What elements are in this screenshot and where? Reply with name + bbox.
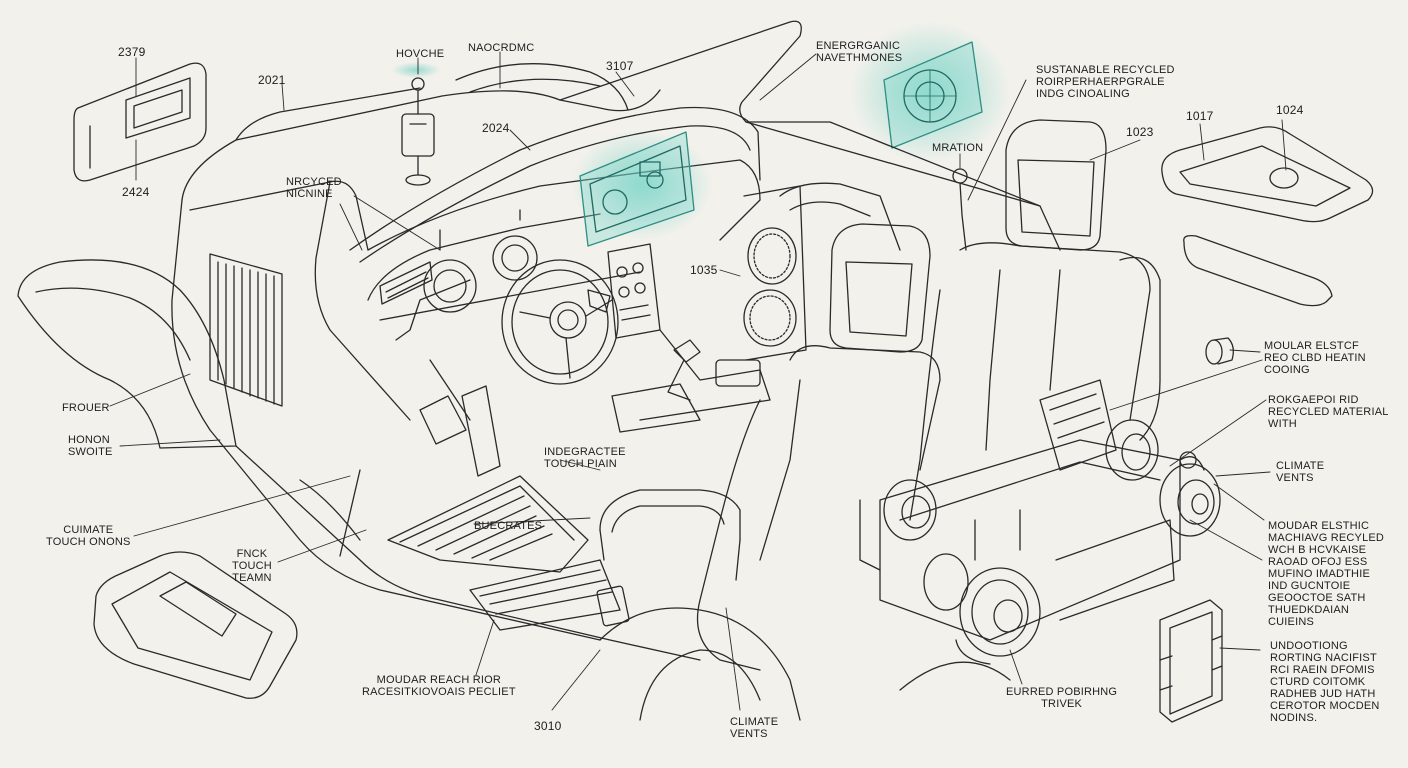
label-fnck-touch-teamn: FNCK TOUCH TEAMN <box>232 548 272 584</box>
label-eurred-pobirhng: EURRED POBIRHNG TRIVEK <box>1006 686 1118 710</box>
holographic-screen-icon <box>572 130 712 247</box>
door-tray-part <box>93 551 298 699</box>
control-box-part <box>1159 599 1223 723</box>
label-climate-vents-bottom: CLIMATE VENTS <box>730 716 779 740</box>
label-2379: 2379 <box>118 45 146 59</box>
label-2024: 2024 <box>482 121 510 135</box>
label-sustainable-recycled: SUSTANABLE RECYCLED ROIRPERHAERPGRALE IN… <box>1036 64 1175 100</box>
front-seat <box>596 223 941 671</box>
label-1017: 1017 <box>1186 109 1214 123</box>
dashboard <box>367 159 771 477</box>
label-2021: 2021 <box>258 73 286 87</box>
label-1035: 1035 <box>690 263 718 277</box>
label-2424: 2424 <box>122 185 150 199</box>
battery-drive-module <box>859 379 1221 665</box>
holographic-navigation-panel-icon <box>850 22 1010 162</box>
label-honon-swoite: HONON SWOITE <box>68 434 113 458</box>
armrest-panel-part <box>73 62 207 182</box>
label-1024: 1024 <box>1276 103 1304 117</box>
label-climate-vents-right: CLIMATE VENTS <box>1276 460 1325 484</box>
vehicle-body-shell <box>17 20 1041 721</box>
label-moudar-reach: MOUDAR REACH RIOR RACESITKIOVOAIS PECLIE… <box>362 674 516 698</box>
label-rokgaepol: ROKGAEPOI RID RECYCLED MATERIAL WITH <box>1268 394 1389 430</box>
label-indegractee-touch: INDEGRACTEE TOUCH PIAIN <box>544 446 626 470</box>
label-1023: 1023 <box>1126 125 1154 139</box>
floor-mat <box>387 475 621 631</box>
label-moular-elstcf: MOULAR ELSTCF REO CLBD HEATIN COOING <box>1264 340 1366 376</box>
overhead-panel-part <box>1161 126 1374 307</box>
rear-seat <box>909 119 1161 521</box>
label-frouer: FROUER <box>62 402 110 414</box>
label-hovche: HOVCHE <box>396 48 445 60</box>
small-cylinder-part <box>1205 337 1234 365</box>
label-nrcyced-nicnine: NRCYCED NICNINE <box>286 176 342 200</box>
joystick-icon <box>392 62 440 186</box>
label-3107: 3107 <box>606 59 634 73</box>
knob-part <box>952 168 968 251</box>
label-energanic-navigation: ENERGRGANIC NAVETHMONES <box>816 40 903 64</box>
label-mration: MRATION <box>932 142 984 154</box>
label-buecrates: BUECRATES <box>474 520 543 532</box>
label-moudar-elsthic: MOUDAR ELSTHIC MACHIAVG RECYLED WCH B HC… <box>1268 520 1385 628</box>
leader-lines <box>109 51 1287 711</box>
label-cuimate-touch-onons: CUIMATE TOUCH ONONS <box>46 524 131 548</box>
speaker-icon <box>743 185 807 361</box>
label-3010: 3010 <box>534 719 562 733</box>
label-undootiong: UNDOOTIONG RORTING NACIFIST RCI RAEIN DF… <box>1270 640 1380 724</box>
door-frame <box>745 121 1061 251</box>
label-naocrdmc: NAOCRDMC <box>468 42 535 54</box>
